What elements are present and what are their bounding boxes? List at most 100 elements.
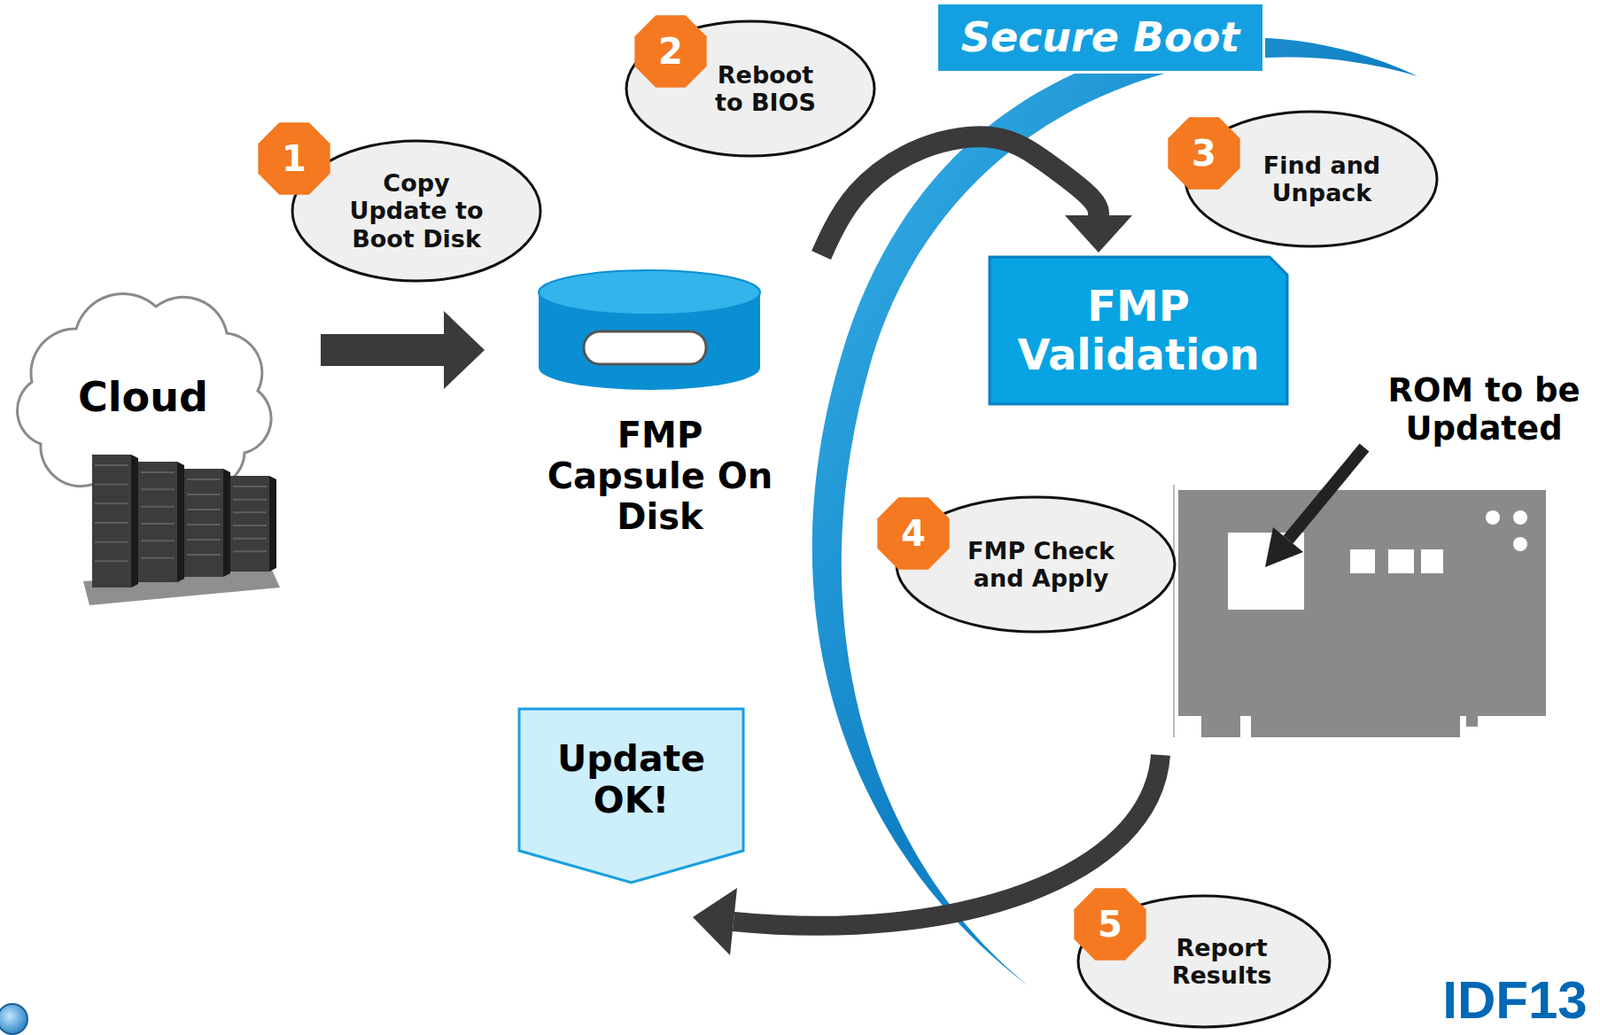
node-text: Update OK! [538,737,725,822]
ellipse-outline [626,21,875,156]
disk-top [538,270,761,315]
octagon-badge [634,15,707,87]
rack-stripe [186,493,221,496]
callout-number: 2 [631,12,710,91]
banner-fill [937,3,1265,73]
callout-number-text: 1 [281,138,307,179]
rack-stripe [140,539,175,542]
rack-stripe [233,524,267,527]
callout-number-text: 2 [658,31,684,72]
rack-stripe [140,488,175,490]
node-text: Find and Unpack [1255,151,1389,207]
leader-arrow [1265,447,1365,567]
step-ellipse: Reboot to BIOS 2 [624,19,877,158]
node-text: FMP Validation [1005,281,1272,380]
rack-stripe [94,541,129,544]
rack-front [138,461,178,583]
rack-stripe [140,522,175,525]
cloud-node: Cloud [5,275,281,490]
card-bracket [1172,484,1175,738]
validation-fill [989,256,1288,404]
rack-stripe [94,502,129,505]
rack-stripe [140,557,175,560]
octagon-badge [877,497,949,569]
octagon-badge [1167,116,1240,189]
card-dot [1485,510,1500,525]
rack-stripe [94,483,129,486]
node-text: Copy Update to Boot Disk [339,169,495,252]
rack-stripe [233,498,267,501]
card-dot [1513,536,1528,552]
rack-stripe [186,553,221,556]
node-text: Report Results [1166,933,1278,989]
card-connector [1201,714,1241,738]
rack-stripe [186,523,221,526]
node-text: FMP Check and Apply [961,536,1121,592]
node-text: Cloud [77,373,209,421]
card-chip [1350,549,1375,574]
ellipse-outline [1078,895,1330,1027]
leader-head [1265,527,1304,567]
node-text: Reboot to BIOS [707,61,824,117]
rack-front [92,454,132,588]
disk-capsule: FMP Capsule On Disk [522,265,798,555]
rack-stripe [233,550,267,552]
card-chip [1388,549,1414,574]
callout-number-text: 3 [1191,132,1217,174]
rack-front [184,468,224,577]
node-text: FMP Capsule On Disk [540,414,780,537]
rack-stripe [94,559,129,562]
report-arrow-head [692,887,738,956]
step-ellipse: Copy Update to Boot Disk1 [290,139,543,283]
callout-number: 1 [255,119,334,198]
flow-arrow [320,310,485,389]
callout-number: 4 [874,494,953,573]
octagon-badge [257,122,330,195]
arrow-head [1064,215,1133,253]
octagon-badge [1073,887,1146,960]
step-ellipse: FMP Check and Apply 4 [894,495,1177,634]
card-body [1178,489,1546,716]
callout-number: 5 [1071,885,1150,964]
callout-number: 3 [1165,114,1243,193]
rack-side [131,454,139,588]
rack-stripe [233,537,267,540]
rack-side [223,468,231,577]
rack-stripe [186,538,221,541]
node-text: Secure Boot [961,14,1241,62]
card-connector [1250,714,1461,738]
callout-number-text: 5 [1097,903,1123,945]
event-logo: IDF13 [1435,969,1595,1031]
rack-side [269,475,277,572]
server-racks [83,454,280,606]
disk-slot [583,331,707,365]
step-ellipse: Find and Unpack 3 [1183,109,1439,249]
card-chip [1421,549,1444,574]
card-dot [1513,510,1528,525]
validation-box: FMP Validation [987,255,1290,406]
rom-card [1173,484,1546,738]
arrow-shaft [320,333,444,366]
leader-line [1288,447,1365,540]
callout-number-text: 4 [900,512,926,554]
rack-stripe [140,505,175,508]
rack-stripe [186,478,221,481]
rack-stripe [233,485,267,488]
rack-stripe [233,511,267,513]
rack-stripe [186,508,221,511]
result-fill [519,708,744,883]
rack-stripe [94,521,129,524]
arrow-shaft [821,136,1099,256]
result-box: Update OK! [517,706,746,885]
rom-label: ROM to be Updated [1364,372,1600,448]
flow-arrow [821,136,1133,256]
rack-stripe [140,471,175,474]
corner-icon [0,1003,28,1034]
card-connector [1466,714,1478,727]
arrow-head [443,310,485,389]
secure-boot-banner: Secure Boot [935,1,1266,74]
rack-stripe [94,464,129,467]
rack-front [230,475,270,572]
step-ellipse: Report Results 5 [1076,893,1332,1029]
